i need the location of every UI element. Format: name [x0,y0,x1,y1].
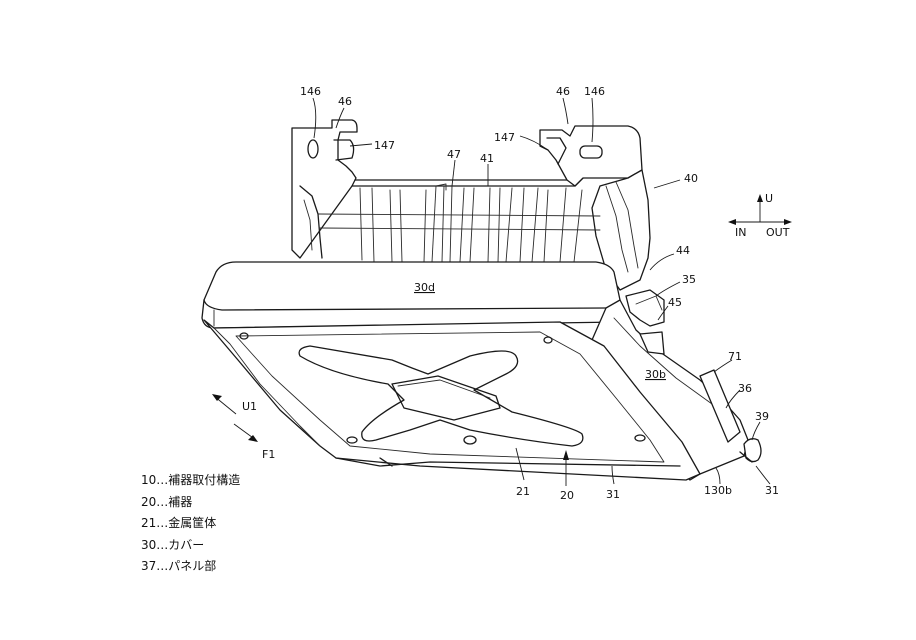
label-31-bottom: 31 [606,488,620,501]
label-147-right: 147 [494,131,515,144]
label-41: 41 [480,152,494,165]
label-130b: 130b [704,484,732,497]
leader-lines [312,97,771,486]
label-30b: 30b [645,368,666,381]
label-f1: F1 [262,448,275,461]
cover-30 [201,261,762,481]
label-31-right: 31 [765,484,779,497]
label-146-left: 146 [300,85,321,98]
label-46-left: 46 [338,95,352,108]
legend-item: 20…補器 [141,494,193,509]
label-u1: U1 [242,400,257,413]
label-40: 40 [684,172,698,185]
reference-labels: 146 46 147 46 146 147 47 41 40 44 35 45 … [242,85,790,502]
label-146-right: 146 [584,85,605,98]
label-45: 45 [668,296,682,309]
legend: 10…補器取付構造 20…補器 21…金属筐体 30…カバー 37…パネル部 [141,470,240,578]
legend-item: 37…パネル部 [141,559,217,573]
case-body [203,319,701,481]
legend-item: 10…補器取付構造 [141,473,241,487]
label-147-left: 147 [374,139,395,152]
label-39: 39 [755,410,769,423]
bracket-40 [291,119,651,291]
label-44: 44 [676,244,690,257]
compass [728,194,792,225]
label-46-right: 46 [556,85,570,98]
label-20: 20 [560,489,574,502]
direction-indicator-u1 [212,394,258,442]
label-47: 47 [447,148,461,161]
legend-item: 21…金属筐体 [141,516,217,530]
compass-in: IN [735,226,746,239]
label-35: 35 [682,273,696,286]
label-30d: 30d [414,281,435,294]
label-36: 36 [738,382,752,395]
label-71: 71 [728,350,742,363]
compass-out: OUT [766,226,790,239]
legend-item: 30…カバー [141,537,205,552]
compass-up: U [765,192,773,205]
label-21: 21 [516,485,530,498]
